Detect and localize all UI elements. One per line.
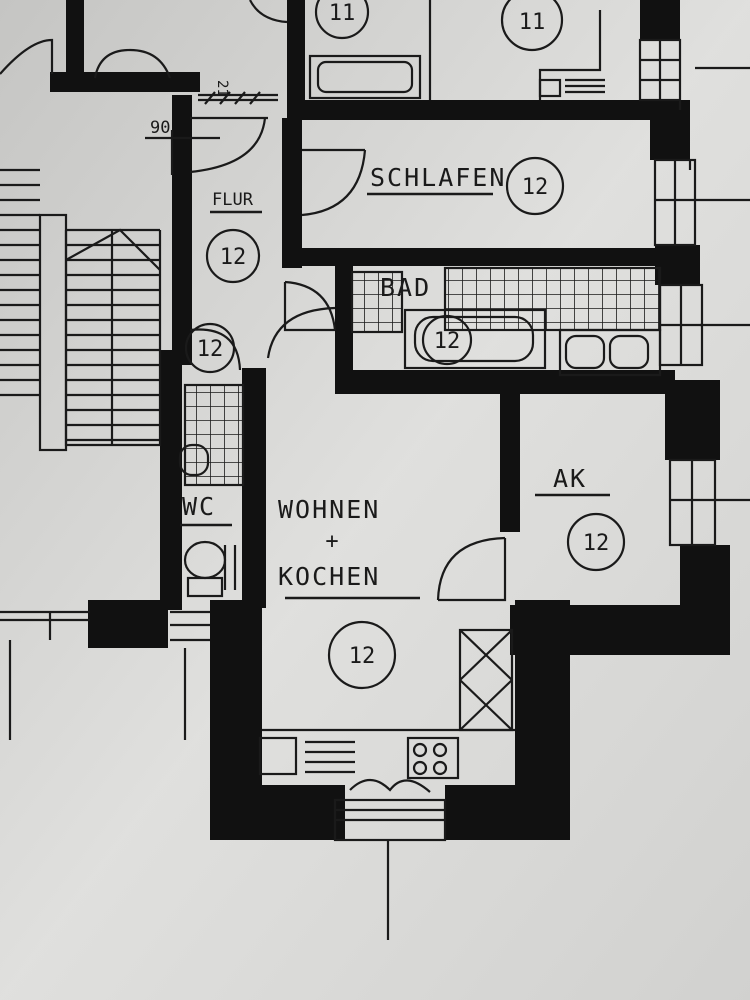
room-code-wohnen: 12 — [349, 644, 376, 669]
room-circle-wohnen — [327, 620, 397, 690]
room-label-flur: FLUR — [212, 190, 254, 210]
room-circle-wc — [184, 322, 236, 374]
room-circle-flur — [205, 228, 261, 284]
room-label-bad: BAD — [380, 273, 431, 302]
room-code-ak: 12 — [583, 531, 610, 556]
dimension-stair-note: 21 — [214, 80, 230, 97]
room-label-kochen: KOCHEN — [278, 562, 380, 591]
room-code-bad: 12 — [434, 329, 461, 354]
room-circle-top-left — [314, 0, 370, 40]
room-code-schlafen: 12 — [522, 175, 549, 200]
room-circle-top-right — [500, 0, 564, 52]
name-underlines — [180, 192, 610, 600]
room-label-wohnen: WOHNEN — [278, 495, 380, 524]
room-label-wc: WC — [182, 492, 216, 521]
dimension-door-width: 90 — [150, 118, 170, 138]
walls — [50, 0, 730, 840]
room-code-top-left: 11 — [329, 1, 356, 26]
room-code-wc: 12 — [197, 337, 224, 362]
room-code-top-right: 11 — [519, 10, 546, 35]
room-circle-ak — [566, 512, 626, 572]
linework — [0, 0, 750, 940]
room-label-plus: + — [325, 529, 338, 554]
room-circle-bad-tub — [421, 314, 473, 366]
room-label-schlafen: SCHLAFEN — [370, 163, 506, 192]
room-label-ak: AK — [553, 464, 587, 493]
room-code-flur: 12 — [220, 245, 247, 270]
room-circles — [184, 0, 626, 690]
room-circle-schlafen — [505, 156, 565, 216]
